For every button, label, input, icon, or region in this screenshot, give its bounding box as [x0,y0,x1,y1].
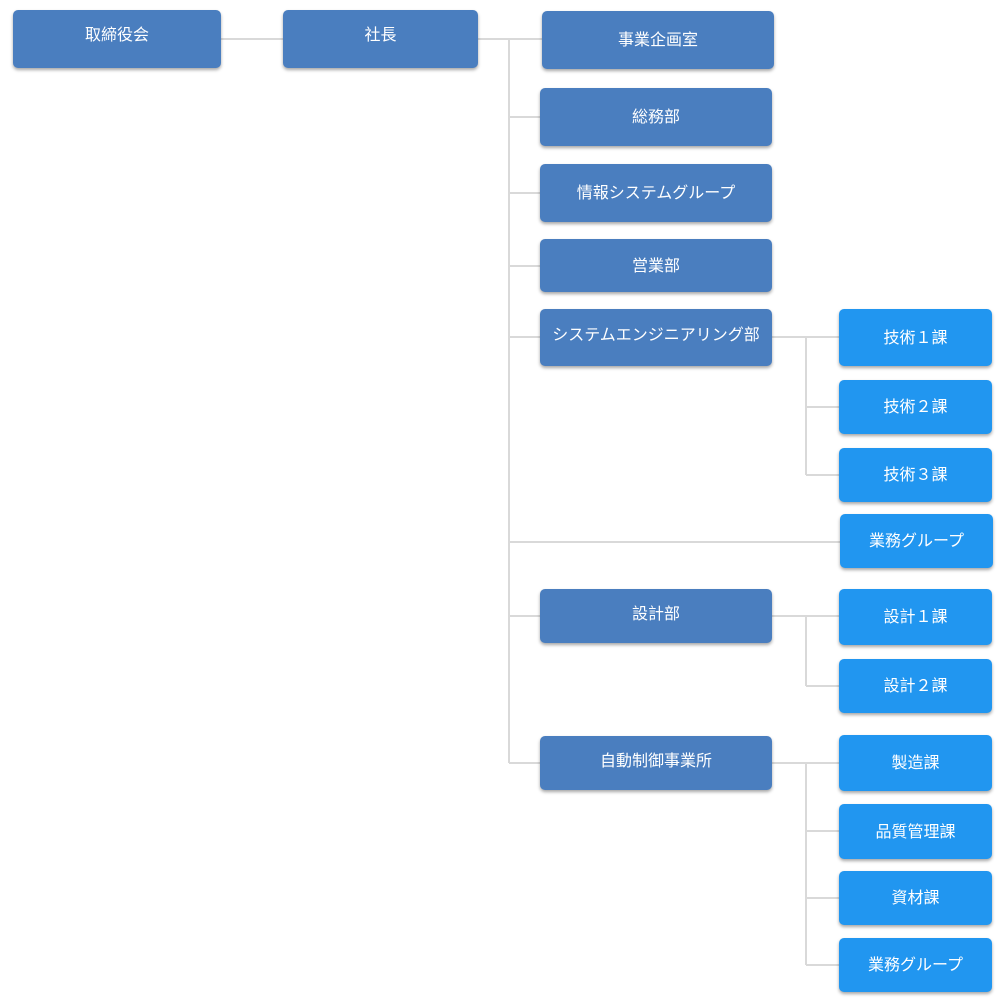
node-tech-section-1: 技術１課 [839,309,992,366]
node-board: 取締役会 [13,10,221,68]
node-tech-section-2: 技術２課 [839,380,992,434]
node-quality-control: 品質管理課 [839,804,992,859]
node-automation-office: 自動制御事業所 [540,736,772,790]
node-operations-group-1: 業務グループ [840,514,993,568]
node-info-systems-group: 情報システムグループ [540,164,772,222]
node-design: 設計部 [540,589,772,643]
node-general-affairs: 総務部 [540,88,772,146]
node-design-section-1: 設計１課 [839,589,992,645]
node-operations-group-2: 業務グループ [839,938,992,992]
node-planning-office: 事業企画室 [542,11,774,69]
node-manufacturing: 製造課 [839,735,992,791]
node-design-section-2: 設計２課 [839,659,992,713]
node-tech-section-3: 技術３課 [839,448,992,502]
node-sales: 営業部 [540,239,772,292]
node-materials: 資材課 [839,871,992,925]
node-president: 社長 [283,10,478,68]
node-system-engineering: システムエンジニアリング部 [540,309,772,366]
